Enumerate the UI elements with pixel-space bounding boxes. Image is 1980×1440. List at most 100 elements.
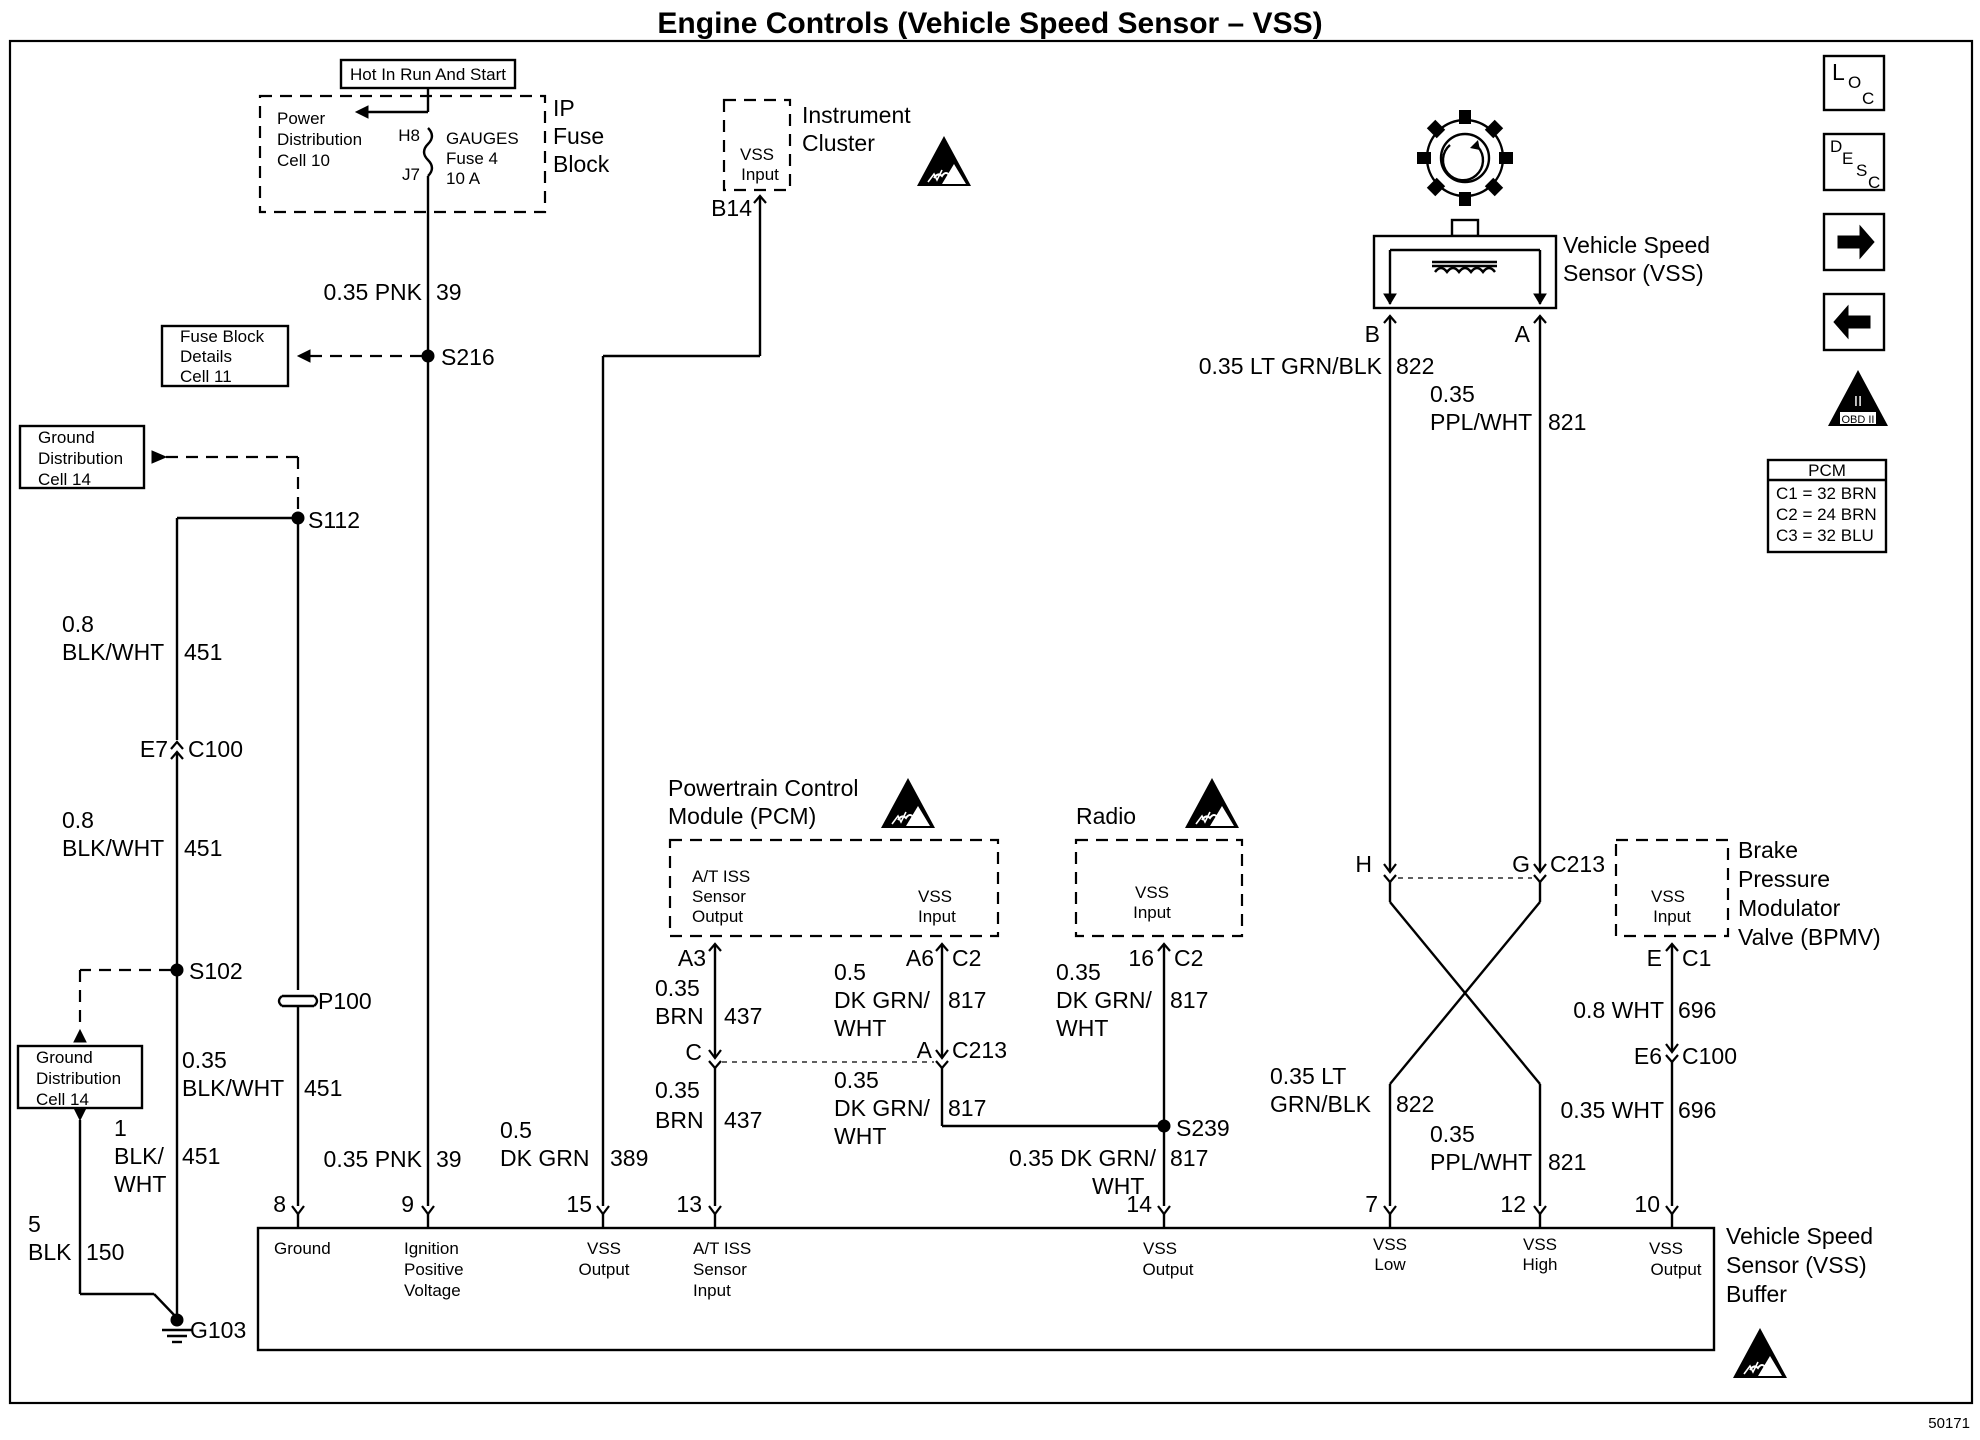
svg-text:9: 9: [401, 1191, 414, 1217]
svg-text:Sensor: Sensor: [693, 1260, 747, 1279]
wire-ppl-top-circuit: 821: [1548, 409, 1586, 435]
loc-button[interactable]: L O C: [1822, 54, 1886, 112]
wire-wht1-circuit: 696: [1678, 997, 1716, 1023]
wire-dg2-l3: WHT: [834, 1123, 886, 1149]
diagram-frame: [8, 39, 1974, 1405]
gd-top-l2: Distribution: [38, 449, 123, 468]
fuse-details-l1: Fuse Block: [180, 327, 265, 346]
wire-wht1-size: 0.8 WHT: [1573, 997, 1664, 1023]
wire-pnk-bot-size: 0.35 PNK: [324, 1146, 423, 1172]
wire-brn1-l1: 0.35: [655, 975, 700, 1001]
gd-bot-l2: Distribution: [36, 1069, 121, 1088]
wire-dg4-l2: WHT: [1092, 1173, 1144, 1199]
vss-buffer-box: [256, 1226, 1716, 1352]
esd-icon-buffer: [1732, 1327, 1788, 1379]
wire-ppl-top-l2: PPL/WHT: [1430, 409, 1532, 435]
conn-c: C: [685, 1039, 702, 1065]
wire-lg-bot-l2: GRN/BLK: [1270, 1091, 1372, 1117]
wire-ppl-bot-l2: PPL/WHT: [1430, 1149, 1532, 1175]
ip-fuse-block: Hot In Run And Start Power Distribution …: [258, 58, 610, 214]
svg-text:II: II: [1854, 393, 1862, 410]
svg-text:C2 = 24 BRN: C2 = 24 BRN: [1776, 505, 1877, 524]
desc-button[interactable]: D E S C: [1822, 132, 1886, 192]
prev-arrow-icon[interactable]: [1822, 292, 1886, 352]
wire-wht2-size: 0.35 WHT: [1560, 1097, 1664, 1123]
wire-ppl-bot-circuit: 821: [1548, 1149, 1586, 1175]
cluster-input-l2: Input: [741, 165, 779, 184]
wire-dg1-circuit: 817: [948, 987, 986, 1013]
svg-text:High: High: [1523, 1255, 1558, 1274]
wire-bw3-l2: BLK/WHT: [182, 1075, 284, 1101]
splice-s216: [421, 349, 435, 363]
conn-a3: A3: [678, 945, 706, 971]
pd-line1: Power: [277, 109, 326, 128]
svg-text:PCM: PCM: [1808, 461, 1846, 480]
svg-text:E: E: [1842, 149, 1853, 168]
buffer-pin-8: 8 Ground: [273, 1191, 331, 1258]
wire-dg1-l1: 0.5: [834, 959, 866, 985]
buffer-pin-12: 12 VSS High: [1500, 1191, 1557, 1274]
svg-text:7: 7: [1365, 1191, 1378, 1217]
coil-icon: [1434, 266, 1496, 274]
wire-ppl-bot-l1: 0.35: [1430, 1121, 1475, 1147]
vss-gear-icon: [1417, 110, 1513, 206]
next-arrow-icon[interactable]: [1822, 212, 1886, 272]
bpmv-in-l1: VSS: [1651, 887, 1685, 906]
svg-text:C: C: [1868, 173, 1880, 192]
wire-lg-top-circuit: 822: [1396, 353, 1434, 379]
svg-text:C3 = 32 BLU: C3 = 32 BLU: [1776, 526, 1874, 545]
svg-text:VSS: VSS: [1649, 1239, 1683, 1258]
bpmv-in-l2: Input: [1653, 907, 1691, 926]
vss-sensor-stem: [1450, 218, 1480, 238]
buffer-pin-10: 10 VSS Output: [1634, 1191, 1701, 1279]
bpmv-name-l1: Brake: [1738, 837, 1798, 863]
ip-label2: Fuse: [553, 123, 604, 149]
splice-s216-label: S216: [441, 344, 495, 370]
fuse-icon: [422, 127, 434, 177]
bpmv-name-l2: Pressure: [1738, 866, 1830, 892]
conn-c213-right: C213: [1550, 851, 1605, 877]
esd-icon-cluster: [916, 135, 972, 187]
svg-text:VSS: VSS: [1143, 1239, 1177, 1258]
svg-text:Output: Output: [578, 1260, 629, 1279]
buffer-pin-9: 9 Ignition Positive Voltage: [401, 1191, 463, 1300]
pcm-out-l2: Sensor: [692, 887, 746, 906]
bpmv-name-l4: Valve (BPMV): [1738, 924, 1881, 950]
conn-b14: B14: [711, 195, 752, 221]
obd-ii-icon: II OBD II: [1828, 370, 1888, 426]
svg-text:VSS: VSS: [1373, 1235, 1407, 1254]
svg-text:Ignition: Ignition: [404, 1239, 459, 1258]
ip-label3: Block: [553, 151, 610, 177]
wire-brn2-circuit: 437: [724, 1107, 762, 1133]
pin-j7: J7: [402, 165, 420, 184]
wire-bw4-l1: 1: [114, 1115, 127, 1141]
pcm-out-l1: A/T ISS: [692, 867, 750, 886]
svg-text:8: 8: [273, 1191, 286, 1217]
wire-dg3-circuit: 817: [1170, 987, 1208, 1013]
pcm-in-l2: Input: [918, 907, 956, 926]
wire-lg-top-size: 0.35 LT GRN/BLK: [1199, 353, 1383, 379]
gd-bot-l3: Cell 14: [36, 1090, 89, 1109]
svg-text:D: D: [1830, 137, 1842, 156]
wire-dg1-l3: WHT: [834, 1015, 886, 1041]
wire-blk-l1: 5: [28, 1211, 41, 1237]
wire-dkgrn389-circuit: 389: [610, 1145, 648, 1171]
vss-sensor-body: [1372, 234, 1558, 310]
pcm-name-l1: Powertrain Control: [668, 775, 858, 801]
svg-text:12: 12: [1500, 1191, 1526, 1217]
splice-s112-label: S112: [308, 507, 360, 533]
wire-dg4-circuit: 817: [1170, 1145, 1208, 1171]
wire-brn2-l2: BRN: [655, 1107, 704, 1133]
wire-blk-l2: BLK: [28, 1239, 72, 1265]
svg-text:Output: Output: [1650, 1260, 1701, 1279]
figure-id: 50171: [1928, 1415, 1970, 1432]
conn-a6: A6: [906, 945, 934, 971]
gd-top-l3: Cell 14: [38, 470, 91, 489]
fuse-details-l3: Cell 11: [180, 367, 232, 386]
pcm-out-l3: Output: [692, 907, 743, 926]
conn-h: H: [1355, 851, 1372, 877]
wire-bw4-circuit: 451: [182, 1143, 220, 1169]
splice-s102-label: S102: [189, 958, 243, 984]
conn-16: 16: [1128, 945, 1154, 971]
